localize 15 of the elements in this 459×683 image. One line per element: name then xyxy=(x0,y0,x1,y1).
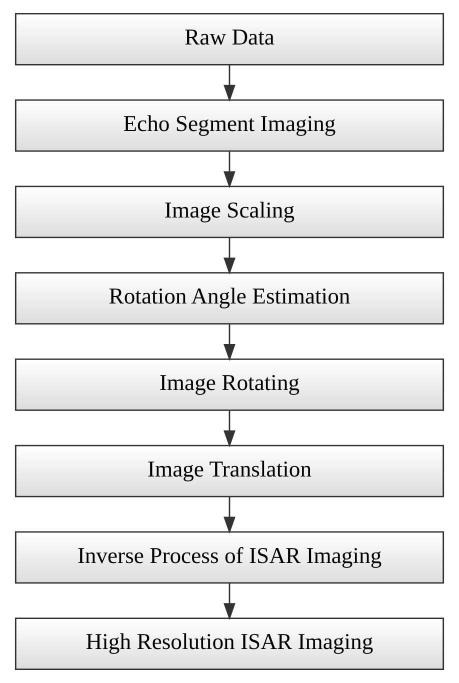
node-box: Raw Data xyxy=(14,12,444,66)
node-box: High Resolution ISAR Imaging xyxy=(14,618,444,670)
node-box: Echo Segment Imaging xyxy=(14,99,444,152)
node-box: Rotation Angle Estimation xyxy=(14,272,444,324)
node-box: Image Translation xyxy=(14,444,444,498)
arrow xyxy=(224,151,236,188)
node-box: Inverse Process of ISAR Imaging xyxy=(14,531,444,584)
node-box: Image Scaling xyxy=(14,186,444,238)
arrow xyxy=(224,64,236,102)
arrow xyxy=(224,324,236,362)
arrow xyxy=(224,238,236,275)
arrow xyxy=(224,496,236,534)
node-box: Image Rotating xyxy=(14,358,444,411)
arrow xyxy=(224,410,236,448)
arrow xyxy=(224,583,236,620)
